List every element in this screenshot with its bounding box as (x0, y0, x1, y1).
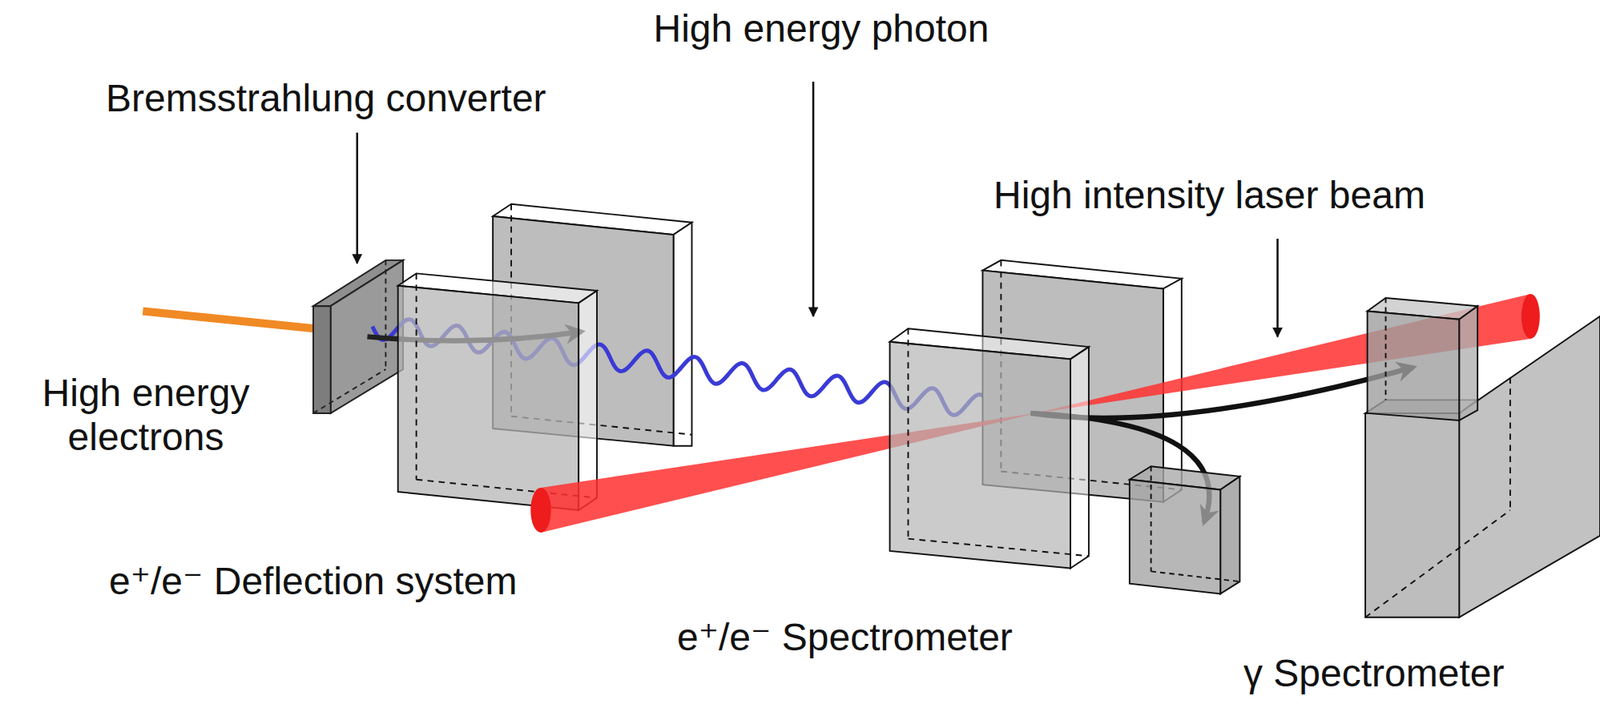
callout-label-holder: High energy electrons (9, 370, 283, 460)
callout-label-holder: High energy photon (596, 6, 1046, 51)
part-label-holder: e⁺/e⁻ Spectrometer (677, 615, 1238, 660)
gamma-spectrometer (1365, 298, 1600, 618)
leader-arrow (355, 132, 359, 264)
spectrometer-plate (890, 328, 1089, 569)
deflection-plate (398, 273, 597, 511)
callout-label: Bremsstrahlung converter (105, 76, 715, 121)
part-label: γ Spectrometer (1243, 651, 1588, 696)
electron-beam (142, 311, 325, 331)
detector-box (1129, 466, 1241, 594)
callout-label-holder: High intensity laser beam (993, 173, 1587, 218)
part-label-holder: e⁺/e⁻ Deflection system (108, 559, 718, 604)
part-label: e⁺/e⁻ Spectrometer (677, 615, 1238, 660)
callout-label-holder: Bremsstrahlung converter (105, 76, 715, 121)
part-label: e⁺/e⁻ Deflection system (108, 559, 718, 604)
leader-arrow (812, 81, 815, 317)
callout-label: High energy photon (596, 6, 1046, 51)
part-label-holder: γ Spectrometer (1243, 651, 1588, 696)
callout-label: High energy electrons (9, 370, 283, 460)
callout-label: High intensity laser beam (993, 173, 1587, 218)
leader-arrow (1276, 238, 1279, 337)
